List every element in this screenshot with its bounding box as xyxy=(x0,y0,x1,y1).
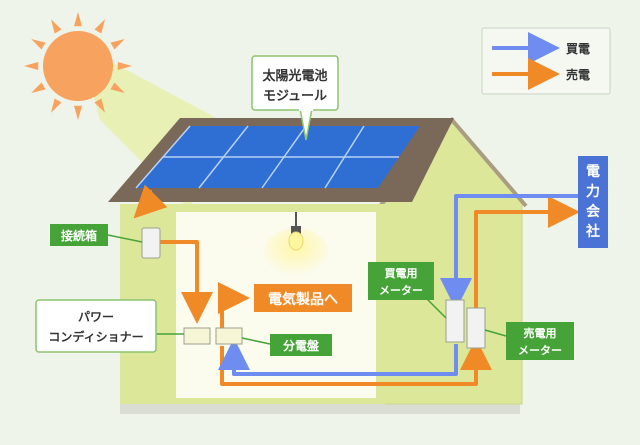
solar-panel-callout: 太陽光電池 モジュール xyxy=(251,55,339,141)
buy-meter-unit xyxy=(445,299,465,343)
buy-meter-callout: 買電用 メーター xyxy=(368,262,434,300)
sell-meter-unit xyxy=(466,307,486,349)
distribution-board-callout: 分電盤 xyxy=(270,334,332,356)
distribution-board-label: 分電盤 xyxy=(283,338,320,353)
sell-meter-callout: 売電用 メーター xyxy=(506,322,574,360)
sun-ray xyxy=(110,39,125,50)
junction-box xyxy=(141,227,161,259)
ceiling-lamp-icon xyxy=(264,212,328,276)
power-conditioner-label-line2: コンディショナー xyxy=(48,329,143,344)
legend-sell-label: 売電 xyxy=(566,67,590,82)
power-company-box: 電力会社 xyxy=(578,156,608,248)
sun-ray xyxy=(51,19,62,34)
sell-meter-label-line1: 売電用 xyxy=(524,326,557,340)
sun-icon xyxy=(24,12,132,120)
appliances-label: 電気製品へ xyxy=(268,291,338,308)
power-company-label: 電力会社 xyxy=(585,163,601,240)
ground xyxy=(120,402,520,414)
solar-panel-label-line2: モジュール xyxy=(263,89,327,104)
solar-panel xyxy=(135,125,420,189)
appliances-callout: 電気製品へ xyxy=(254,284,352,312)
sun-ray xyxy=(31,82,46,93)
power-conditioner-label-line1: パワー xyxy=(78,310,114,324)
sun-ray xyxy=(117,62,132,70)
sell-meter-label-line2: メーター xyxy=(518,344,562,357)
buy-flow-lines xyxy=(218,194,580,376)
sun-ray xyxy=(74,105,82,120)
sun-ray xyxy=(74,12,82,27)
sun-ray xyxy=(94,98,105,113)
junction-box-label: 接続箱 xyxy=(61,228,97,243)
sun-ray xyxy=(110,82,125,93)
sun-ray xyxy=(24,62,39,70)
power-conditioner-unit xyxy=(183,327,211,345)
power-conditioner-callout: パワー コンディショナー xyxy=(35,299,157,353)
sun-ray xyxy=(31,39,46,50)
legend: 買電 売電 xyxy=(481,27,611,95)
sun-ray xyxy=(94,19,105,34)
sun-ray xyxy=(51,98,62,113)
buy-meter-label-line2: メーター xyxy=(379,284,423,297)
junction-box-callout: 接続箱 xyxy=(50,224,108,246)
legend-buy-label: 買電 xyxy=(566,42,590,56)
buy-meter-label-line1: 買電用 xyxy=(385,267,418,280)
solar-panel-label-line1: 太陽光電池 xyxy=(261,68,327,84)
distribution-board-unit xyxy=(215,327,243,345)
